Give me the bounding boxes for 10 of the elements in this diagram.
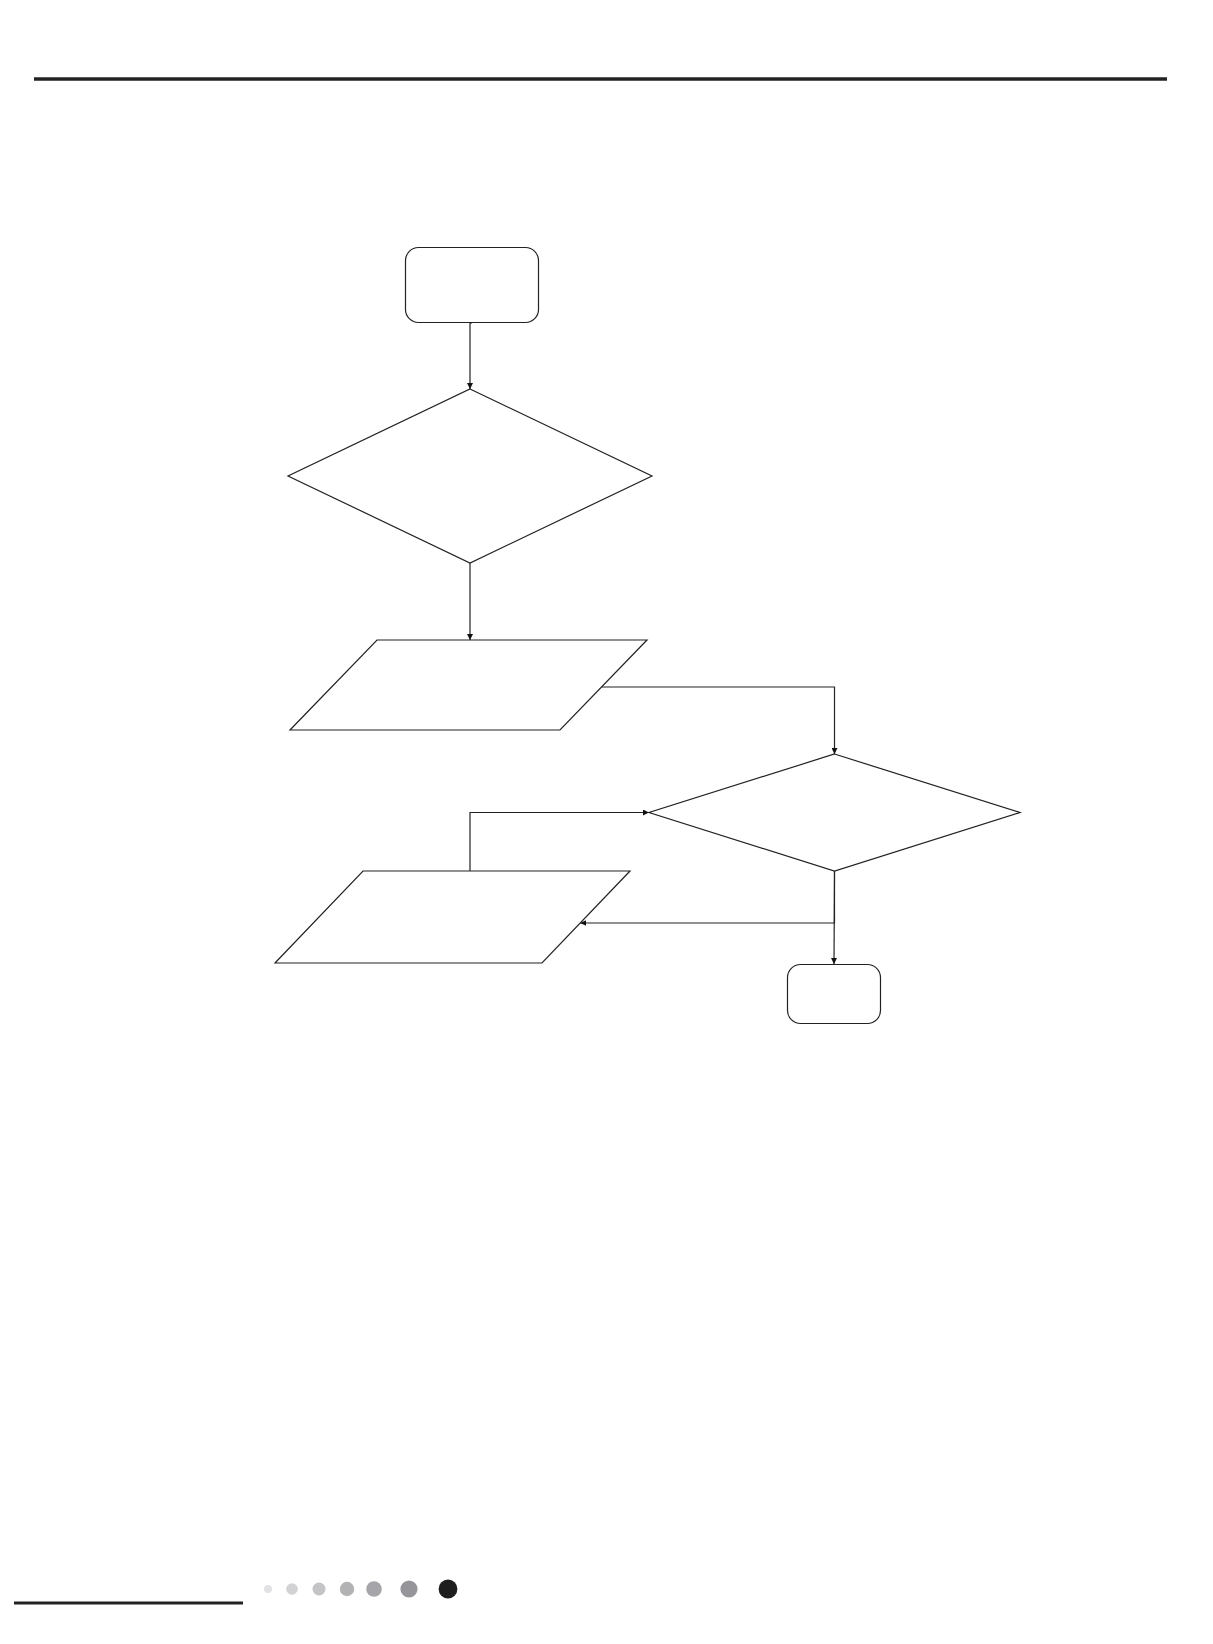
io-parallelogram: [275, 871, 630, 963]
terminal-box: [405, 247, 539, 323]
decision-diamond: [649, 754, 1020, 871]
io-parallelogram: [290, 640, 647, 730]
arrow: [467, 562, 473, 641]
arrow: [831, 870, 838, 965]
arrow: [467, 322, 473, 390]
decision-diamond: [288, 389, 652, 563]
terminal-box: [787, 964, 881, 1024]
arrow: [469, 809, 650, 872]
